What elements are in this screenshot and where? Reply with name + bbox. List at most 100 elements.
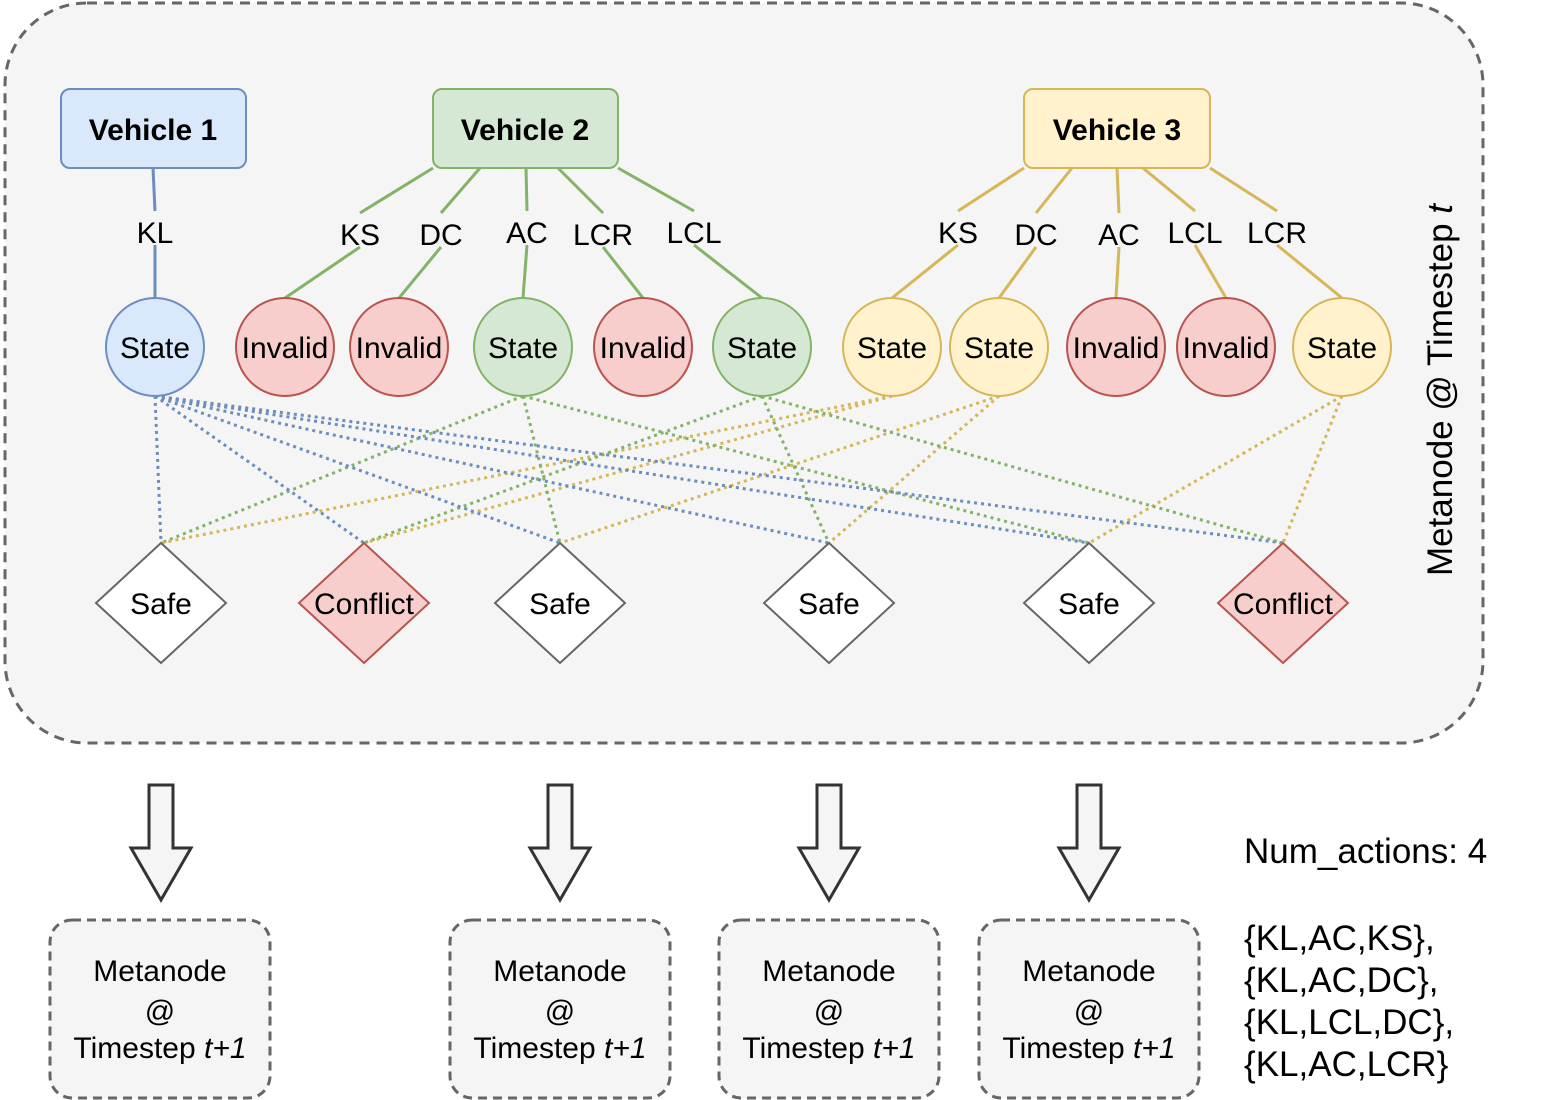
next-metanode-title: Metanode xyxy=(1022,955,1155,988)
invalid-node[interactable]: Invalid xyxy=(593,297,693,397)
next-metanode-at: @ xyxy=(145,995,175,1028)
outcome-label: Safe xyxy=(1058,588,1120,621)
action-label: KS xyxy=(340,219,380,252)
action-label: LCR xyxy=(573,219,633,252)
safe-node[interactable]: Safe xyxy=(493,541,627,665)
action-edge xyxy=(284,166,434,300)
next-metanode-title: Metanode xyxy=(493,955,626,988)
action-edge xyxy=(617,166,763,300)
result-label: State xyxy=(727,332,797,365)
vehicle-2-title: Vehicle 2 xyxy=(461,114,589,147)
action-label: LCL xyxy=(1167,217,1222,250)
vehicle-1-box[interactable]: Vehicle 1 xyxy=(60,88,247,169)
result-label: State xyxy=(120,332,190,365)
next-metanode-timestep: Timestep t+1 xyxy=(742,1032,915,1065)
next-metanode[interactable]: Metanode @ Timestep t+1 xyxy=(448,918,672,1100)
state-node[interactable]: State xyxy=(842,297,942,397)
down-arrow-icon xyxy=(796,783,862,904)
next-metanode-timestep: Timestep t+1 xyxy=(473,1032,646,1065)
outcome-label: Conflict xyxy=(314,588,415,621)
next-metanode-at: @ xyxy=(545,995,575,1028)
invalid-node[interactable]: Invalid xyxy=(235,297,335,397)
combo-item: {KL,AC,LCR} xyxy=(1244,1045,1449,1084)
outcome-nodes: Safe Conflict Safe Safe Safe Conflict xyxy=(94,541,1350,665)
state-node[interactable]: State xyxy=(473,297,573,397)
action-edge xyxy=(1114,167,1121,299)
action-edge xyxy=(556,166,645,299)
action-edge xyxy=(151,167,157,298)
action-label: KL xyxy=(137,217,174,250)
next-metanode-title: Metanode xyxy=(93,955,226,988)
next-metanodes: Metanode @ Timestep t+1 Metanode @ Timestep t… xyxy=(48,918,1201,1100)
outcome-edge xyxy=(521,395,562,544)
next-metanode-timestep: Timestep t+1 xyxy=(1002,1032,1175,1065)
result-label: Invalid xyxy=(1183,332,1270,365)
outcome-edge xyxy=(760,395,831,544)
outcome-edge xyxy=(828,394,1000,545)
outcome-edge xyxy=(154,394,1284,545)
state-node[interactable]: State xyxy=(1292,297,1392,397)
safe-node[interactable]: Safe xyxy=(762,541,896,665)
result-label: Invalid xyxy=(356,332,443,365)
num-actions-label: Num_actions: 4 xyxy=(1244,832,1488,871)
outcome-edge xyxy=(1281,395,1344,544)
outcome-edges xyxy=(153,394,1344,545)
next-metanode[interactable]: Metanode @ Timestep t+1 xyxy=(977,918,1201,1100)
action-edge xyxy=(997,167,1074,299)
result-label: Invalid xyxy=(600,332,687,365)
result-nodes: State Invalid Invalid State Invalid State Stat… xyxy=(105,297,1392,397)
down-arrows xyxy=(128,783,1122,904)
result-label: State xyxy=(857,332,927,365)
action-edge xyxy=(1209,166,1343,300)
down-arrow-icon xyxy=(128,783,194,904)
vehicle-1-title: Vehicle 1 xyxy=(89,114,217,147)
next-metanode-title: Metanode xyxy=(762,955,895,988)
combo-item: {KL,AC,KS}, xyxy=(1244,919,1435,958)
action-label: DC xyxy=(419,219,462,252)
outcome-edge xyxy=(154,394,830,545)
outcome-edge xyxy=(559,394,1000,545)
invalid-node[interactable]: Invalid xyxy=(1176,297,1276,397)
action-edge xyxy=(891,166,1025,300)
outcome-label: Safe xyxy=(798,588,860,621)
conflict-node[interactable]: Conflict xyxy=(1216,541,1350,665)
invalid-node[interactable]: Invalid xyxy=(349,297,449,397)
vehicle-3-title: Vehicle 3 xyxy=(1053,114,1181,147)
next-metanode[interactable]: Metanode @ Timestep t+1 xyxy=(48,918,272,1100)
action-label: KS xyxy=(938,217,978,250)
action-label: AC xyxy=(1098,219,1140,252)
result-label: State xyxy=(1307,332,1377,365)
action-edge xyxy=(1142,166,1228,299)
down-arrow-icon xyxy=(527,783,593,904)
action-combinations: {KL,AC,KS}, {KL,AC,DC}, {KL,LCL,DC}, {KL… xyxy=(1244,918,1454,1086)
safe-node[interactable]: Safe xyxy=(1022,541,1156,665)
outcome-edge xyxy=(363,394,763,545)
conflict-node[interactable]: Conflict xyxy=(297,541,431,665)
safe-node[interactable]: Safe xyxy=(94,541,228,665)
state-node[interactable]: State xyxy=(105,297,205,397)
action-edge xyxy=(397,167,482,299)
result-label: Invalid xyxy=(242,332,329,365)
vehicle-2-box[interactable]: Vehicle 2 xyxy=(432,88,619,169)
next-metanode[interactable]: Metanode @ Timestep t+1 xyxy=(717,918,941,1100)
action-edge xyxy=(521,167,529,299)
outcome-edge xyxy=(154,394,561,545)
next-metanode-at: @ xyxy=(814,995,844,1028)
result-label: State xyxy=(964,332,1034,365)
down-arrow-icon xyxy=(1056,783,1122,904)
result-label: State xyxy=(488,332,558,365)
state-node[interactable]: State xyxy=(712,297,812,397)
action-label: DC xyxy=(1014,219,1057,252)
next-metanode-timestep: Timestep t+1 xyxy=(73,1032,246,1065)
next-metanode-at: @ xyxy=(1074,995,1104,1028)
action-label: LCR xyxy=(1247,217,1307,250)
invalid-node[interactable]: Invalid xyxy=(1066,297,1166,397)
vehicle-3-box[interactable]: Vehicle 3 xyxy=(1023,88,1211,169)
combo-item: {KL,AC,DC}, xyxy=(1244,961,1439,1000)
action-edges xyxy=(151,166,1343,300)
combo-item: {KL,LCL,DC}, xyxy=(1244,1003,1455,1042)
result-label: Invalid xyxy=(1073,332,1160,365)
state-node[interactable]: State xyxy=(949,297,1049,397)
